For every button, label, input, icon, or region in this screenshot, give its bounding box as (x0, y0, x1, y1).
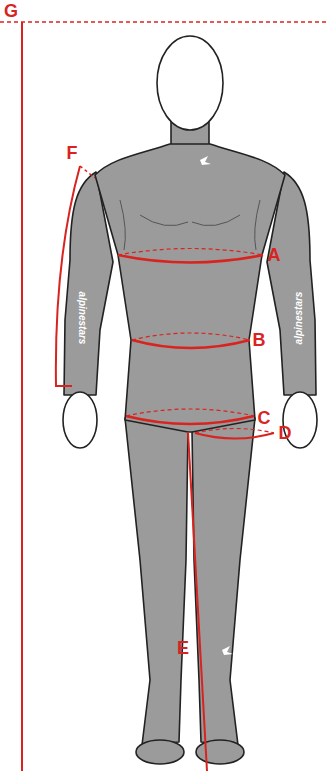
measure-letter: G (4, 2, 18, 20)
measure-letter: C (258, 409, 271, 427)
brand-logo: alpinestars (294, 292, 304, 345)
measure-letter: D (279, 424, 292, 442)
measure-letter: A (268, 246, 281, 264)
measure-letter: E (177, 639, 189, 657)
measure-letter: F (67, 144, 78, 162)
brand-logo: alpinestars (77, 292, 87, 345)
measure-letter: B (253, 331, 266, 349)
